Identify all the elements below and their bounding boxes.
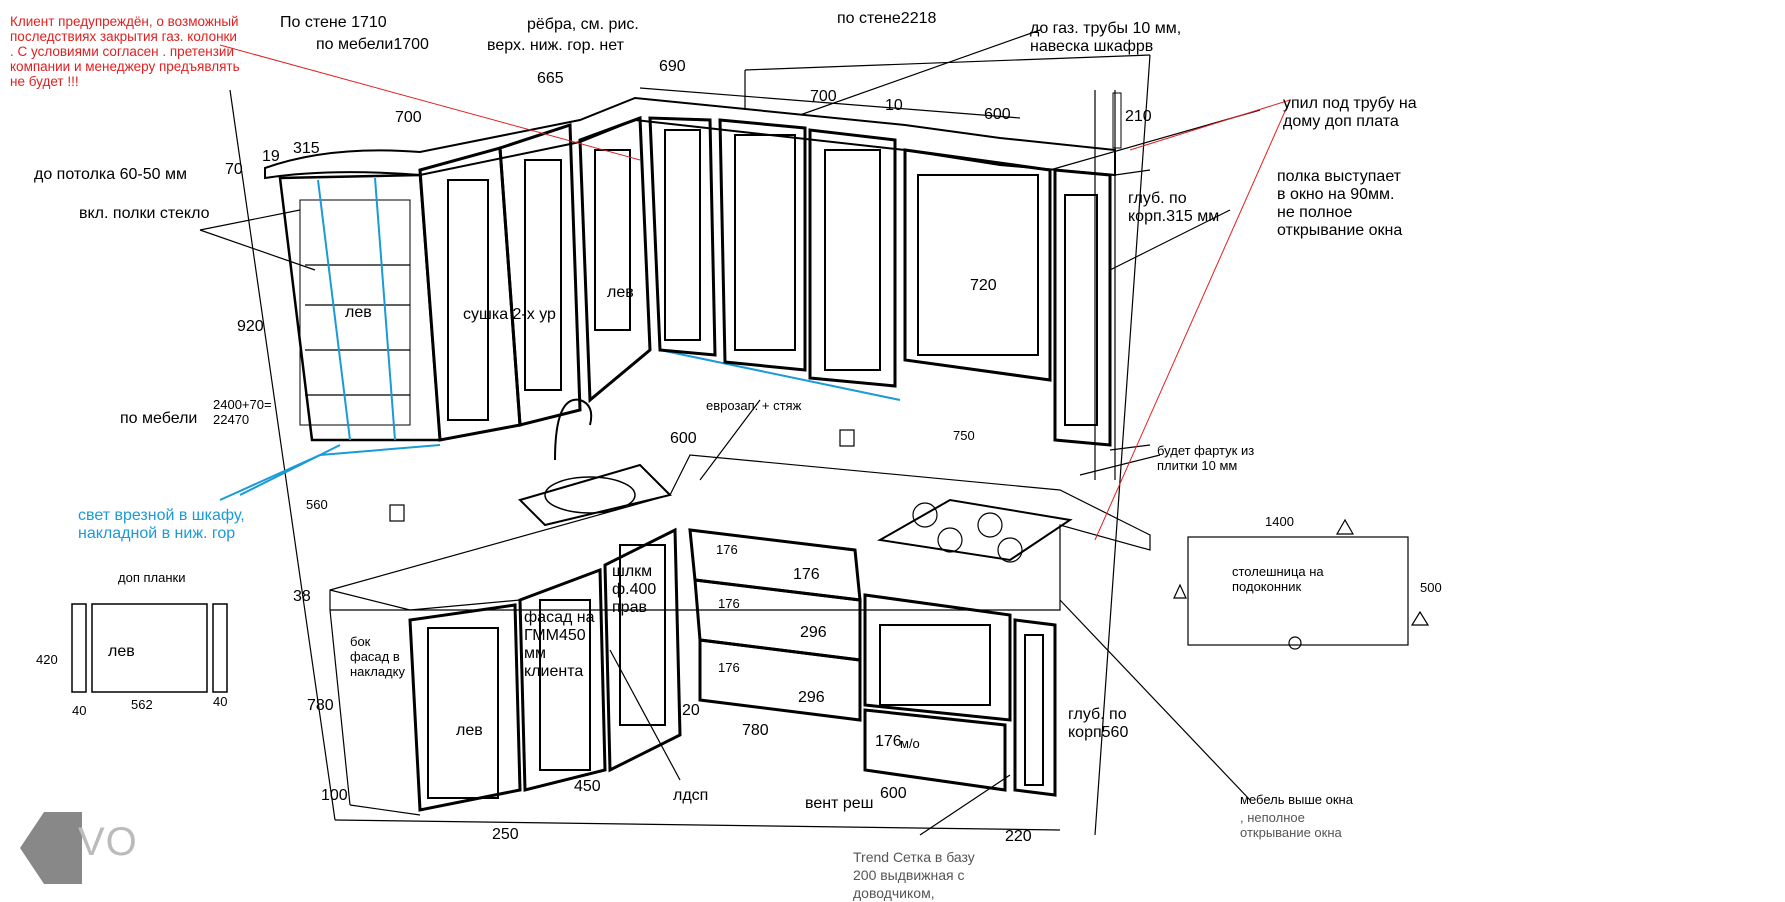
- front-176-a: 176: [716, 542, 738, 557]
- mo-label: м/о: [900, 736, 920, 751]
- dim-720: 720: [970, 277, 997, 294]
- dim-40-right: 40: [213, 694, 228, 709]
- mebel-vyshe-label: мебель выше окна: [1240, 792, 1353, 807]
- glub-560-label: глуб. по корп560: [1068, 706, 1129, 741]
- dim-176-drawer: 176: [793, 566, 820, 583]
- dim-600-mid: 600: [670, 430, 697, 447]
- dim-560: 560: [306, 497, 328, 512]
- dim-600-top: 600: [984, 106, 1011, 123]
- dim-700-left: 700: [395, 109, 422, 126]
- svet-label: свет врезной в шкафу, накладной в ниж. г…: [78, 507, 245, 542]
- po-stene-1710-label: По стене 1710: [280, 14, 387, 31]
- po-mebeli-1700-label: по мебели1700: [316, 36, 429, 53]
- dim-296-b: 296: [798, 689, 825, 706]
- dim-690: 690: [659, 58, 686, 75]
- dim-1400: 1400: [1265, 514, 1294, 529]
- bok-fasad-label: бок фасад в накладку: [350, 634, 405, 679]
- po-mebeli-calc-label: 2400+70= 22470: [213, 397, 272, 427]
- logo-text: VO: [78, 820, 138, 864]
- dim-40-left: 40: [72, 703, 87, 718]
- dim-315: 315: [293, 140, 320, 157]
- dim-500: 500: [1420, 580, 1442, 595]
- shlk-label: шлкм ф.400 прав: [612, 563, 657, 616]
- do-potolka-label: до потолка 60-50 мм: [34, 166, 187, 183]
- glub-315-label: глуб. по корп.315 мм: [1128, 190, 1220, 225]
- po-stene-2218-label: по стене2218: [837, 10, 937, 27]
- lev-upper-label: лев: [345, 304, 372, 321]
- dim-70: 70: [225, 161, 243, 178]
- vkl-polki-label: вкл. полки стекло: [79, 205, 210, 222]
- lev-lower-label: лев: [456, 722, 483, 739]
- dim-38: 38: [293, 588, 311, 605]
- dim-19: 19: [262, 148, 280, 165]
- upil-label: упил под трубу на дому доп плата: [1283, 95, 1417, 130]
- lev-mid-label: лев: [607, 284, 634, 301]
- rebra-label: рёбра, см. рис.: [527, 16, 639, 33]
- front-176-b: 176: [718, 596, 740, 611]
- logo-hexagon: [20, 812, 82, 884]
- dim-780-left: 780: [307, 697, 334, 714]
- dim-420: 420: [36, 652, 58, 667]
- verh-nizh-label: верх. ниж. гор. нет: [487, 37, 624, 54]
- dim-665: 665: [537, 70, 564, 87]
- dim-176-mo: 176: [875, 733, 902, 750]
- dim-562: 562: [131, 697, 153, 712]
- dim-600-bottom: 600: [880, 785, 907, 802]
- lev-table-label: лев: [108, 643, 135, 660]
- dim-450: 450: [574, 778, 601, 795]
- fasad-gmm-label: фасад на ГММ450 мм клиента: [524, 609, 595, 680]
- front-176-c: 176: [718, 660, 740, 675]
- dim-210: 210: [1125, 108, 1152, 125]
- stoleshnica-label: столешница на подоконник: [1232, 564, 1324, 594]
- fartuk-label: будет фартук из плитки 10 мм: [1157, 443, 1255, 473]
- dim-920: 920: [237, 318, 264, 335]
- dim-780-right: 780: [742, 722, 769, 739]
- vent-resh-label: вент реш: [805, 795, 874, 812]
- dim-750: 750: [953, 428, 975, 443]
- client-warning-note: Клиент предупреждён, о возможный последс…: [10, 14, 240, 89]
- do-gaz-truby-label: до газ. трубы 10 мм, навеска шкафрв: [1030, 20, 1182, 55]
- dim-220: 220: [1005, 828, 1032, 845]
- dim-296-a: 296: [800, 624, 827, 641]
- ldsp-label: лдсп: [673, 787, 709, 804]
- dim-20: 20: [682, 702, 700, 719]
- polka-vystupaet-label: полка выступает в окно на 90мм. не полно…: [1277, 168, 1403, 239]
- nepolnoe-label: , неполное открывание окна: [1240, 810, 1342, 840]
- dim-100: 100: [321, 787, 348, 804]
- dim-10: 10: [885, 97, 903, 114]
- trend-label: Trend Сетка в базу 200 выдвижная с довод…: [853, 849, 975, 901]
- dop-planki-label: доп планки: [118, 570, 186, 585]
- po-mebeli-label: по мебели: [120, 410, 198, 427]
- sushka-label: сушка 2-х ур: [463, 306, 556, 323]
- evrozap-label: еврозап. + стяж: [706, 398, 802, 413]
- dim-250: 250: [492, 826, 519, 843]
- dim-700-right: 700: [810, 88, 837, 105]
